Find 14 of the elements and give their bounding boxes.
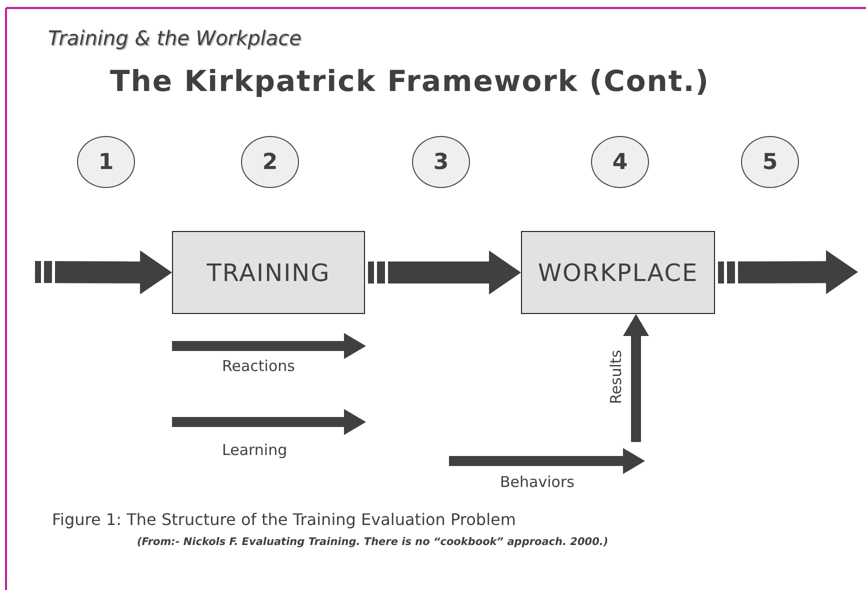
process-box: WORKPLACE [521,231,715,314]
arrow-label: Reactions [222,357,295,375]
process-box: TRAINING [172,231,365,314]
number-circle: 5 [741,136,799,188]
arrow-label: Behaviors [500,473,574,491]
title: The Kirkpatrick Framework (Cont.) [110,64,710,98]
arrow-label: Learning [222,441,288,459]
number-circle: 2 [241,136,299,188]
number-circle: 4 [591,136,649,188]
figure-caption: Figure 1: The Structure of the Training Evaluation Problem [52,510,516,529]
subtitle: Training & the Workplace [48,26,302,50]
number-circle: 1 [77,136,135,188]
number-circle: 3 [412,136,470,188]
citation: (From:- Nickols F. Evaluating Training. There is no “cookbook” approach. 2000.) [137,536,610,548]
